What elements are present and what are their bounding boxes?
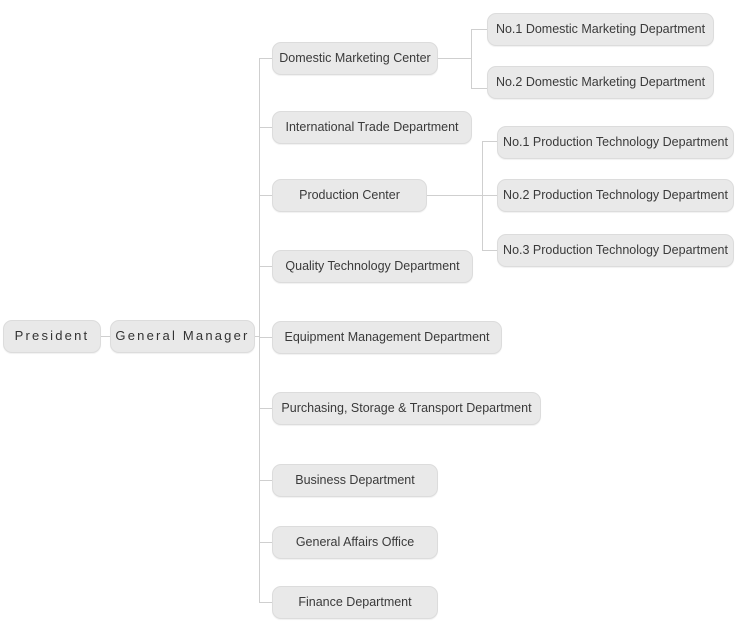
connector-production-bus-to-child-1: [482, 141, 497, 142]
connector-domestic-bus-to-child-1: [471, 29, 487, 30]
node-production-technology-2-label: No.2 Production Technology Department: [503, 187, 728, 202]
node-production-technology-3-label: No.3 Production Technology Department: [503, 242, 728, 257]
node-finance-department[interactable]: Finance Department: [272, 586, 438, 619]
node-president[interactable]: President: [3, 320, 101, 353]
connector-trunk-to-production-center: [259, 195, 272, 196]
connector-general-manager-stub: [255, 336, 260, 337]
connector-production-center-stem: [427, 195, 482, 196]
node-production-center-label: Production Center: [299, 187, 400, 202]
connector-trunk-to-purchasing-storage-transport-department: [259, 408, 272, 409]
connector-trunk-to-domestic-marketing-center: [259, 58, 272, 59]
connector-domestic-bus-to-child-2: [471, 88, 487, 89]
node-domestic-marketing-center-label: Domestic Marketing Center: [279, 50, 431, 65]
connector-production-bus-to-child-3: [482, 250, 497, 251]
node-production-technology-3[interactable]: No.3 Production Technology Department: [497, 234, 734, 267]
node-production-technology-2[interactable]: No.2 Production Technology Department: [497, 179, 734, 212]
node-equipment-management-department[interactable]: Equipment Management Department: [272, 321, 502, 354]
node-production-center[interactable]: Production Center: [272, 179, 427, 212]
connector-trunk-to-general-affairs-office: [259, 542, 272, 543]
connector-trunk-to-equipment-management-department: [259, 337, 272, 338]
node-production-technology-1[interactable]: No.1 Production Technology Department: [497, 126, 734, 159]
node-general-manager-label: General Manager: [115, 328, 250, 344]
connector-main-trunk: [259, 58, 260, 603]
connector-trunk-to-international-trade-department: [259, 127, 272, 128]
node-general-affairs-office-label: General Affairs Office: [295, 534, 415, 549]
node-domestic-marketing-1[interactable]: No.1 Domestic Marketing Department: [487, 13, 714, 46]
node-quality-technology-department-label: Quality Technology Department: [285, 258, 460, 273]
node-domestic-marketing-center[interactable]: Domestic Marketing Center: [272, 42, 438, 75]
node-domestic-marketing-2[interactable]: No.2 Domestic Marketing Department: [487, 66, 714, 99]
node-domestic-marketing-2-label: No.2 Domestic Marketing Department: [495, 74, 706, 89]
node-business-department-label: Business Department: [295, 472, 415, 487]
node-domestic-marketing-1-label: No.1 Domestic Marketing Department: [495, 21, 706, 36]
node-finance-department-label: Finance Department: [298, 594, 412, 609]
node-general-affairs-office[interactable]: General Affairs Office: [272, 526, 438, 559]
node-production-technology-1-label: No.1 Production Technology Department: [503, 134, 728, 149]
node-purchasing-storage-transport-department[interactable]: Purchasing, Storage & Transport Departme…: [272, 392, 541, 425]
node-president-label: President: [14, 328, 90, 344]
node-purchasing-storage-transport-department-label: Purchasing, Storage & Transport Departme…: [281, 400, 532, 415]
node-equipment-management-department-label: Equipment Management Department: [284, 329, 490, 344]
node-international-trade-department[interactable]: International Trade Department: [272, 111, 472, 144]
connector-trunk-to-quality-technology-department: [259, 266, 272, 267]
connector-production-bus-to-child-2: [482, 195, 497, 196]
connector-domestic-center-stem: [438, 58, 471, 59]
node-international-trade-department-label: International Trade Department: [285, 119, 459, 134]
connector-trunk-to-business-department: [259, 480, 272, 481]
node-quality-technology-department[interactable]: Quality Technology Department: [272, 250, 473, 283]
connector-domestic-center-bus: [471, 29, 472, 88]
node-general-manager[interactable]: General Manager: [110, 320, 255, 353]
connector-trunk-to-finance-department: [259, 602, 272, 603]
connector-president-to-general-manager: [101, 336, 110, 337]
node-business-department[interactable]: Business Department: [272, 464, 438, 497]
